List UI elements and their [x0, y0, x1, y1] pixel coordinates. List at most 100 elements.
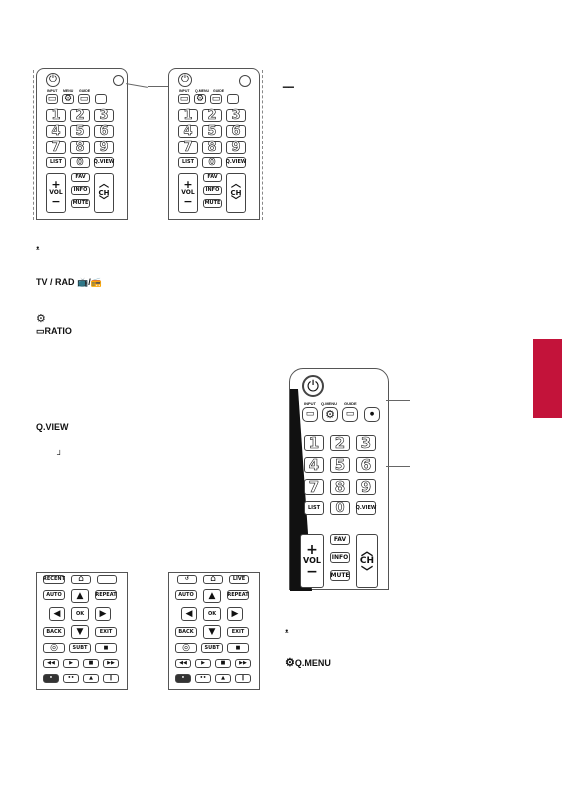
subt-button[interactable]: SUBT — [69, 643, 91, 653]
exit-button[interactable]: EXIT — [227, 627, 249, 637]
key-9[interactable]: 9 — [356, 479, 376, 495]
input-button[interactable]: ▭ — [46, 93, 58, 104]
mute-button[interactable]: MUTE — [203, 199, 222, 208]
fav-button[interactable]: FAV — [330, 534, 350, 545]
yellow-button[interactable]: ▲ — [215, 674, 231, 683]
key-6[interactable]: 6 — [356, 457, 376, 473]
right-arrow-button[interactable]: ▶ — [95, 607, 111, 621]
key-3[interactable]: 3 — [94, 109, 114, 122]
key-6[interactable]: 6 — [94, 125, 114, 138]
home-button[interactable]: ⌂ — [71, 575, 91, 584]
volume-rocker[interactable]: + VOL − — [178, 173, 198, 213]
blue-button[interactable]: ‖ — [235, 674, 251, 683]
list-button[interactable]: LIST — [46, 157, 66, 168]
key-1[interactable]: 1 — [178, 109, 198, 122]
green-button[interactable]: •• — [195, 674, 211, 683]
blue-button[interactable]: ‖ — [103, 674, 119, 683]
key-5[interactable]: 5 — [330, 457, 350, 473]
power-button[interactable]: ⏻ — [178, 73, 192, 87]
channel-rocker[interactable]: ︿ CH ﹀ — [226, 173, 246, 213]
repeat-button[interactable]: REPEAT — [227, 590, 249, 600]
red-button[interactable]: • — [175, 674, 191, 683]
input-button[interactable]: ▭ — [302, 407, 318, 422]
key-6[interactable]: 6 — [226, 125, 246, 138]
up-arrow-button[interactable]: ▲ — [203, 589, 221, 603]
down-arrow-button[interactable]: ▼ — [71, 625, 89, 639]
ffwd-button[interactable]: ▶▶ — [235, 659, 251, 668]
key-7[interactable]: 7 — [304, 479, 324, 495]
down-arrow-button[interactable]: ▼ — [203, 625, 221, 639]
rewind-button[interactable]: ◀◀ — [175, 659, 191, 668]
qview-button[interactable]: Q.VIEW — [94, 157, 114, 168]
back-arrow-button[interactable]: ↺ — [177, 575, 197, 584]
blank-button[interactable] — [227, 94, 239, 104]
guide-button[interactable]: ▭ — [210, 93, 222, 104]
key-7[interactable]: 7 — [178, 141, 198, 154]
info-button[interactable]: INFO — [71, 186, 90, 195]
volume-rocker[interactable]: + VOL − — [300, 534, 324, 588]
home-button[interactable]: ⌂ — [203, 575, 223, 584]
settings-button[interactable]: ⚙ — [194, 93, 206, 104]
auto-button[interactable]: AUTO — [43, 590, 65, 600]
guide-button[interactable]: ▭ — [78, 93, 90, 104]
key-5[interactable]: 5 — [70, 125, 90, 138]
stop-button[interactable]: ■ — [227, 643, 249, 653]
play-button[interactable]: ▶ — [195, 659, 211, 668]
info-button[interactable]: INFO — [203, 186, 222, 195]
key-8[interactable]: 8 — [330, 479, 350, 495]
mute-button[interactable]: MUTE — [71, 199, 90, 208]
power-button[interactable]: ⏻ — [302, 375, 324, 397]
left-arrow-button[interactable]: ◀ — [181, 607, 197, 621]
yellow-button[interactable]: ▲ — [83, 674, 99, 683]
top-right-button[interactable] — [97, 575, 117, 584]
list-button[interactable]: LIST — [304, 501, 324, 515]
power-button[interactable]: ⏻ — [46, 73, 60, 87]
volume-rocker[interactable]: + VOL − — [46, 173, 66, 213]
repeat-button[interactable]: REPEAT — [95, 590, 117, 600]
key-0[interactable]: 0 — [330, 501, 350, 515]
fav-button[interactable]: FAV — [203, 173, 222, 182]
key-9[interactable]: 9 — [226, 141, 246, 154]
settings-button[interactable]: ⚙ — [62, 93, 74, 104]
extra-button[interactable]: ● — [364, 407, 380, 422]
live-button[interactable]: LIVE — [229, 575, 249, 584]
qview-button[interactable]: Q.VIEW — [226, 157, 246, 168]
ok-button[interactable]: OK — [71, 607, 89, 621]
key-1[interactable]: 1 — [46, 109, 66, 122]
input-button[interactable]: ▭ — [178, 93, 190, 104]
mute-button[interactable]: MUTE — [330, 570, 350, 581]
key-2[interactable]: 2 — [330, 435, 350, 451]
play-button[interactable]: ▶ — [63, 659, 79, 668]
key-4[interactable]: 4 — [304, 457, 324, 473]
key-7[interactable]: 7 — [46, 141, 66, 154]
key-0[interactable]: 0 — [70, 157, 90, 168]
key-5[interactable]: 5 — [202, 125, 222, 138]
key-4[interactable]: 4 — [46, 125, 66, 138]
guide-button[interactable]: ▭ — [342, 407, 358, 422]
auto-button[interactable]: AUTO — [175, 590, 197, 600]
key-1[interactable]: 1 — [304, 435, 324, 451]
record-button[interactable]: ◎ — [175, 643, 197, 653]
key-3[interactable]: 3 — [356, 435, 376, 451]
channel-rocker[interactable]: ︿ CH ﹀ — [356, 534, 378, 588]
blank-button[interactable] — [95, 94, 107, 104]
rewind-button[interactable]: ◀◀ — [43, 659, 59, 668]
extra-round-button[interactable] — [239, 75, 251, 87]
key-4[interactable]: 4 — [178, 125, 198, 138]
green-button[interactable]: •• — [63, 674, 79, 683]
key-8[interactable]: 8 — [202, 141, 222, 154]
recent-button[interactable]: RECENT — [43, 575, 65, 584]
record-button[interactable]: ◎ — [43, 643, 65, 653]
key-2[interactable]: 2 — [202, 109, 222, 122]
stop-small-button[interactable]: ■ — [215, 659, 231, 668]
stop-small-button[interactable]: ■ — [83, 659, 99, 668]
key-0[interactable]: 0 — [202, 157, 222, 168]
up-arrow-button[interactable]: ▲ — [71, 589, 89, 603]
key-8[interactable]: 8 — [70, 141, 90, 154]
qview-button[interactable]: Q.VIEW — [356, 501, 376, 515]
channel-rocker[interactable]: ︿ CH ﹀ — [94, 173, 114, 213]
red-button[interactable]: • — [43, 674, 59, 683]
exit-button[interactable]: EXIT — [95, 627, 117, 637]
right-arrow-button[interactable]: ▶ — [227, 607, 243, 621]
left-arrow-button[interactable]: ◀ — [49, 607, 65, 621]
